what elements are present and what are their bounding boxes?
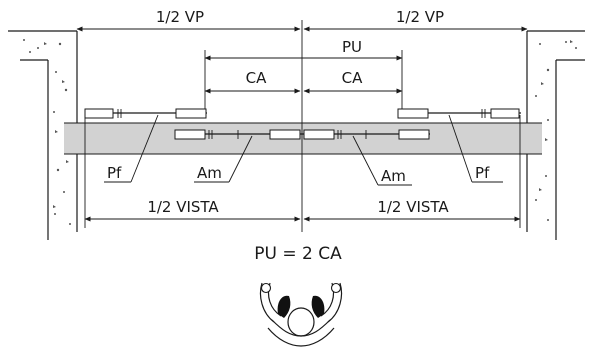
half-vista-right-label: 1/2 VISTA — [377, 198, 449, 216]
pf-left-leader — [130, 114, 159, 183]
pf-right-label: Pf — [475, 164, 490, 182]
am-left-label: Am — [197, 164, 222, 182]
am-left-leader — [228, 135, 253, 183]
moving-panel-right — [302, 129, 430, 140]
ca-right-label: CA — [342, 69, 363, 87]
right-wall-texture — [535, 40, 577, 221]
front-panel-left — [84, 108, 207, 119]
half-vp-right-label: 1/2 VP — [396, 8, 444, 26]
track-band — [64, 123, 542, 154]
viewer-figure-icon — [259, 282, 343, 347]
am-right-label: Am — [381, 167, 406, 185]
moving-panel-left — [174, 129, 302, 140]
pf-left-label: Pf — [107, 164, 122, 182]
am-right-leader — [352, 135, 379, 186]
half-vp-left-label: 1/2 VP — [156, 8, 204, 26]
front-panel-right — [397, 108, 521, 119]
half-vista-left-label: 1/2 VISTA — [147, 198, 219, 216]
pu-label: PU — [342, 38, 362, 56]
left-wall — [8, 30, 78, 240]
ca-left-label: CA — [246, 69, 267, 87]
formula-text: PU = 2 CA — [254, 244, 342, 264]
left-wall-texture — [23, 39, 71, 225]
pf-right-leader — [448, 114, 473, 183]
